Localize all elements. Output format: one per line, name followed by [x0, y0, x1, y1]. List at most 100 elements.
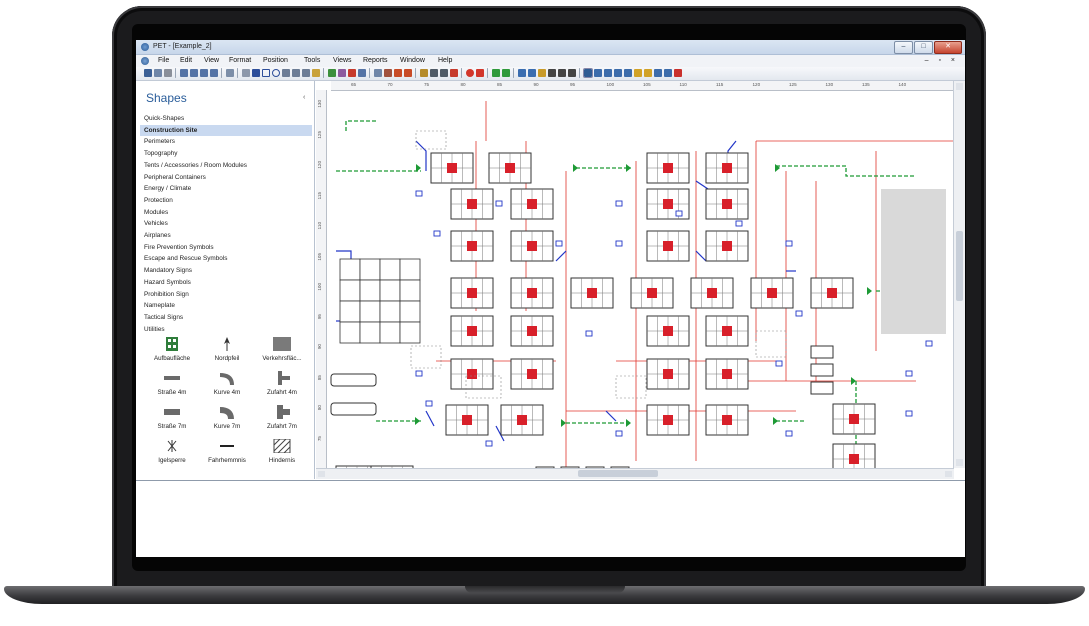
utility-device[interactable] — [495, 200, 503, 207]
category-item[interactable]: Prohibition Sign — [144, 290, 189, 298]
equipment-rack[interactable] — [810, 345, 834, 359]
shape-item[interactable]: Nordpfeil — [199, 337, 255, 362]
utility-device[interactable] — [415, 190, 423, 197]
restricted-area[interactable] — [881, 189, 946, 334]
container-module[interactable] — [450, 315, 494, 347]
shape-item[interactable]: Hindernis — [254, 438, 310, 464]
layout-4-icon[interactable] — [624, 69, 632, 77]
site-plan[interactable] — [316, 81, 954, 468]
container-module[interactable] — [705, 152, 749, 184]
pointer-icon[interactable] — [242, 69, 250, 77]
generator-unit[interactable] — [560, 466, 580, 468]
grid-view-icon[interactable] — [583, 68, 593, 78]
menu-tools[interactable]: Tools — [304, 57, 321, 64]
container-module[interactable] — [570, 277, 614, 309]
vertical-scroll-thumb[interactable] — [956, 231, 963, 301]
barrier-icon[interactable] — [450, 69, 458, 77]
utility-device[interactable] — [433, 230, 441, 237]
shape-item[interactable]: Zufahrt 7m — [254, 405, 310, 430]
container-module[interactable] — [705, 315, 749, 347]
energy-icon[interactable] — [420, 69, 428, 77]
rectangle-tool-icon[interactable] — [262, 69, 270, 77]
container-module[interactable] — [450, 358, 494, 390]
category-item[interactable]: Protection — [144, 196, 173, 204]
generator-unit[interactable] — [535, 466, 555, 468]
shape-item[interactable]: Straße 4m — [144, 371, 200, 396]
generator-unit[interactable] — [610, 466, 630, 468]
category-item[interactable]: Perimeters — [144, 138, 175, 146]
horizontal-scroll-thumb[interactable] — [578, 470, 658, 477]
layout-3-icon[interactable] — [614, 69, 622, 77]
category-item[interactable]: Nameplate — [144, 302, 175, 310]
category-item[interactable]: Energy / Climate — [144, 185, 192, 193]
shower-icon[interactable] — [518, 69, 526, 77]
minimize-button[interactable]: – — [894, 41, 913, 54]
container-module[interactable] — [646, 230, 690, 262]
category-item[interactable]: Mandatory Signs — [144, 267, 192, 275]
utility-device[interactable] — [615, 240, 623, 247]
container-module[interactable] — [646, 358, 690, 390]
container-module[interactable] — [450, 188, 494, 220]
container-module[interactable] — [832, 403, 876, 435]
category-item[interactable]: Topography — [144, 150, 178, 158]
container-module[interactable] — [705, 358, 749, 390]
utility-device[interactable] — [485, 440, 493, 447]
container-module[interactable] — [832, 443, 876, 468]
container-module[interactable] — [646, 404, 690, 436]
utility-device[interactable] — [735, 220, 743, 227]
utility-device[interactable] — [675, 210, 683, 217]
layout-2-icon[interactable] — [604, 69, 612, 77]
container-module[interactable] — [646, 152, 690, 184]
menu-window[interactable]: Window — [400, 57, 425, 64]
equipment-box[interactable] — [330, 373, 377, 387]
line-tool-icon[interactable] — [282, 69, 290, 77]
layout-1-icon[interactable] — [594, 69, 602, 77]
scroll-left-icon[interactable] — [318, 471, 325, 477]
container-module[interactable] — [510, 230, 554, 262]
pencil-tool-icon[interactable] — [312, 69, 320, 77]
container-module[interactable] — [630, 277, 674, 309]
equipment-rack[interactable] — [810, 381, 834, 395]
menu-edit[interactable]: Edit — [180, 57, 193, 64]
utility-device[interactable] — [785, 240, 793, 247]
utility-device[interactable] — [425, 400, 433, 407]
utility-device[interactable] — [905, 410, 913, 417]
print-preview-icon[interactable] — [154, 69, 162, 77]
area-outline[interactable] — [615, 375, 647, 399]
shape-item[interactable]: Zufahrt 4m — [254, 371, 310, 396]
menu-view[interactable]: View — [204, 57, 220, 64]
utility-device[interactable] — [415, 370, 423, 377]
shape-item[interactable]: Kurve 4m — [199, 371, 255, 396]
layout-5-icon[interactable] — [634, 69, 642, 77]
container-module[interactable] — [450, 230, 494, 262]
fill-icon[interactable] — [338, 69, 346, 77]
vertical-scrollbar[interactable] — [953, 81, 965, 468]
ellipse-tool-icon[interactable] — [272, 69, 280, 77]
container-module[interactable] — [450, 277, 494, 309]
area-outline[interactable] — [465, 375, 502, 399]
water-tap-icon[interactable] — [528, 69, 536, 77]
container-module[interactable] — [690, 277, 734, 309]
car-icon[interactable] — [558, 69, 566, 77]
shape-item[interactable]: Igelsperre — [144, 439, 200, 464]
category-item[interactable]: Tactical Signs — [144, 313, 184, 321]
layout-8-icon[interactable] — [664, 69, 672, 77]
container-module[interactable] — [705, 188, 749, 220]
container-module[interactable] — [370, 465, 414, 468]
menu-views[interactable]: Views — [333, 57, 352, 64]
tent-icon[interactable] — [394, 69, 402, 77]
utility-device[interactable] — [785, 430, 793, 437]
cut-icon[interactable] — [180, 69, 188, 77]
layout-6-icon[interactable] — [644, 69, 652, 77]
large-tent[interactable] — [339, 258, 421, 344]
phone-icon[interactable] — [548, 69, 556, 77]
category-item[interactable]: Hazard Symbols — [144, 278, 191, 286]
undo-icon[interactable] — [210, 69, 218, 77]
container-module[interactable] — [646, 315, 690, 347]
menu-help[interactable]: Help — [438, 57, 453, 64]
utility-device[interactable] — [775, 360, 783, 367]
close-button[interactable]: ✕ — [934, 41, 962, 54]
text-tool-icon[interactable] — [252, 69, 260, 77]
category-item[interactable]: Fire Prevention Symbols — [144, 243, 214, 251]
menu-position[interactable]: Position — [263, 57, 288, 64]
